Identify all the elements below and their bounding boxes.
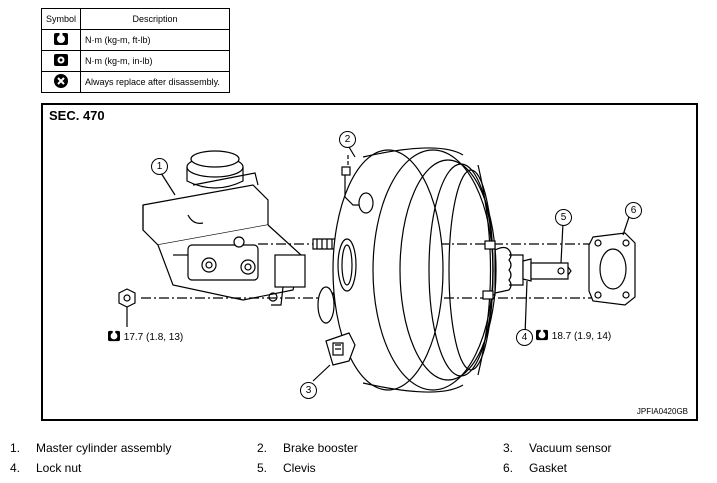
torque-spec-1: 17.7 (1.8, 13) xyxy=(107,330,183,343)
legend-item-2: 2.Brake booster xyxy=(257,441,358,455)
lock-nut-clevis xyxy=(522,258,572,282)
torque-value-2: 18.7 (1.9, 14) xyxy=(551,331,612,342)
torque-wrench-small-icon xyxy=(40,50,82,72)
legend-item-3: 3.Vacuum sensor xyxy=(503,441,612,455)
symbol-table: Symbol Description N·m (kg-m, ft-lb) N·m… xyxy=(40,8,231,93)
symbol-desc-1: N·m (kg-m, ft-lb) xyxy=(80,29,231,51)
callout-3: 3 xyxy=(300,382,317,399)
symbol-header: Symbol xyxy=(40,8,82,30)
callout-1: 1 xyxy=(151,158,168,175)
legend-item-5: 5.Clevis xyxy=(257,461,316,475)
lock-nut-left xyxy=(118,288,136,308)
description-header: Description xyxy=(80,8,231,30)
figure-code: JPFIA0420GB xyxy=(636,407,688,416)
legend-item-6: 6.Gasket xyxy=(503,461,568,475)
symbol-desc-2: N·m (kg-m, in-lb) xyxy=(80,50,231,72)
brake-assembly-drawing xyxy=(118,146,636,393)
master-cylinder-assembly xyxy=(142,150,306,306)
callout-2: 2 xyxy=(339,131,356,148)
section-title: SEC. 470 xyxy=(49,108,105,123)
callout-5: 5 xyxy=(555,209,572,226)
callout-6: 6 xyxy=(625,202,642,219)
torque-wrench-icon xyxy=(108,330,120,342)
replace-icon xyxy=(40,71,82,93)
torque-spec-2: 18.7 (1.9, 14) xyxy=(535,329,611,342)
gasket xyxy=(588,232,636,306)
callout-4: 4 xyxy=(516,329,533,346)
torque-wrench-icon xyxy=(536,329,548,341)
exploded-view-frame: SEC. 470 JPFIA0420GB xyxy=(41,103,698,421)
torque-value-1: 17.7 (1.8, 13) xyxy=(123,332,184,343)
vacuum-sensor xyxy=(325,332,356,366)
legend-item-4: 4.Lock nut xyxy=(10,461,82,475)
legend-item-1: 1.Master cylinder assembly xyxy=(10,441,172,455)
symbol-desc-3: Always replace after disassembly. xyxy=(80,71,231,93)
torque-wrench-icon xyxy=(40,29,82,51)
brake-booster xyxy=(317,147,524,393)
